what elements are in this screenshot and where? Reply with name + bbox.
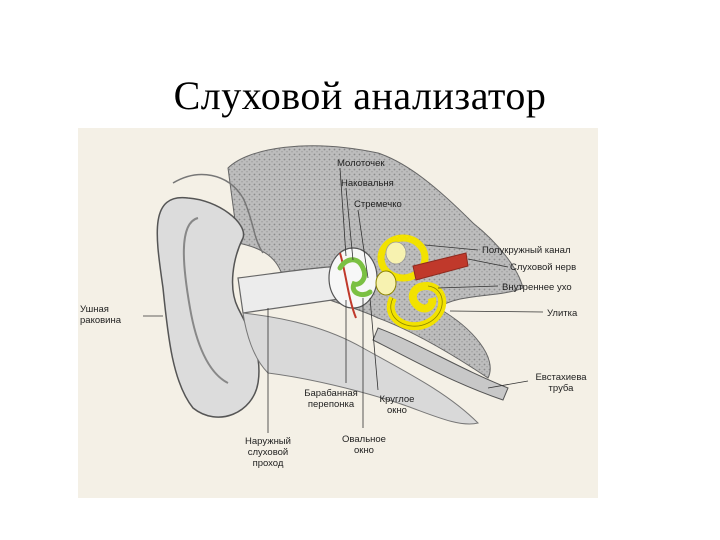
- label-auricle-line2: раковина: [80, 315, 121, 326]
- label-auricle: Ушная раковина: [80, 304, 121, 326]
- vestibule: [376, 271, 396, 295]
- label-stirrup: Стремечко: [354, 199, 402, 210]
- label-eustachian-tube: Евстахиева труба: [526, 372, 596, 394]
- slide-title: Слуховой анализатор: [0, 72, 720, 119]
- label-round-window-line1: Круглое: [372, 394, 422, 405]
- label-ear-canal-line3: проход: [233, 458, 303, 469]
- label-hammer: Молоточек: [337, 158, 385, 169]
- label-anvil: Наковальня: [341, 178, 394, 189]
- label-round-window-line2: окно: [372, 405, 422, 416]
- label-round-window: Круглое окно: [372, 394, 422, 416]
- label-ear-canal-line1: Наружный: [233, 436, 303, 447]
- label-oval-window: Овальное окно: [334, 434, 394, 456]
- label-ear-canal: Наружный слуховой проход: [233, 436, 303, 469]
- label-auricle-line1: Ушная: [80, 304, 121, 315]
- label-semicircular-canal: Полукружный канал: [482, 245, 570, 256]
- label-eardrum: Барабанная перепонка: [296, 388, 366, 410]
- label-cochlea: Улитка: [547, 308, 577, 319]
- label-eardrum-line2: перепонка: [296, 399, 366, 410]
- label-eardrum-line1: Барабанная: [296, 388, 366, 399]
- label-eustachian-line1: Евстахиева: [526, 372, 596, 383]
- label-auditory-nerve: Слуховой нерв: [510, 262, 576, 273]
- label-inner-ear: Внутреннее ухо: [502, 282, 572, 293]
- label-ear-canal-line2: слуховой: [233, 447, 303, 458]
- label-oval-window-line1: Овальное: [334, 434, 394, 445]
- label-oval-window-line2: окно: [334, 445, 394, 456]
- ear-anatomy-diagram: Молоточек Наковальня Стремечко Полукружн…: [78, 128, 598, 498]
- label-eustachian-line2: труба: [526, 383, 596, 394]
